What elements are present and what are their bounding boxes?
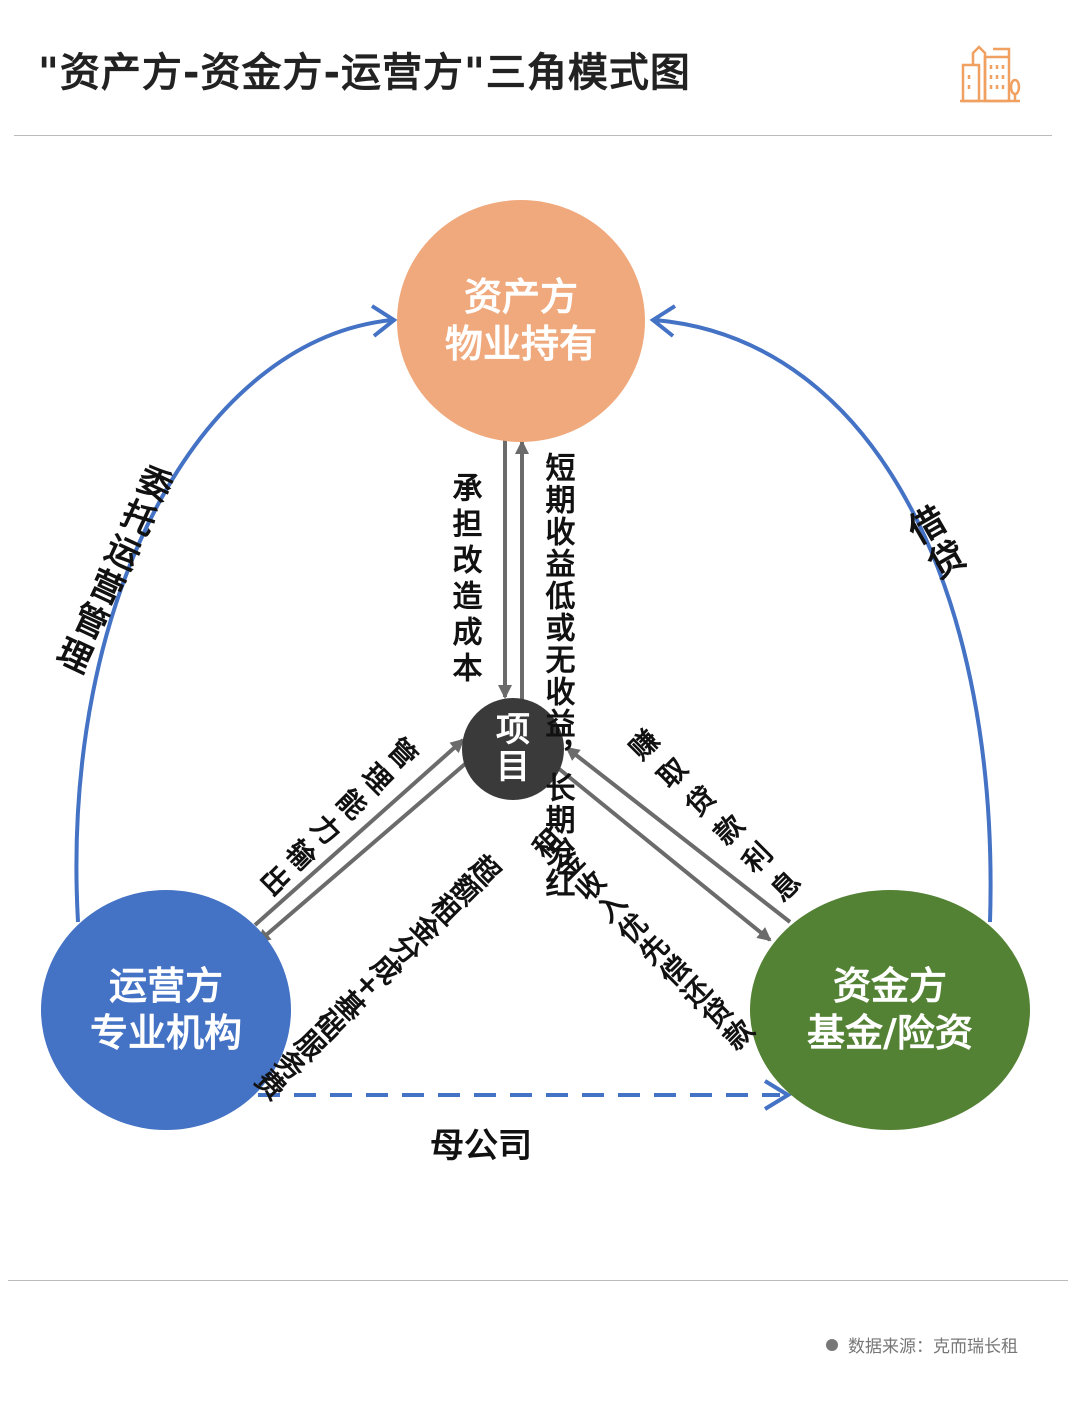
label-parent-company: 母公司: [430, 1126, 532, 1166]
label-returns-line2: 收益，长期分红: [539, 676, 575, 900]
operator-node-title: 运营方: [108, 963, 223, 1008]
project-node-line1: 项: [496, 709, 530, 750]
fund-node-subtitle: 基金/险资: [807, 1011, 973, 1055]
loan-arrowhead: [649, 304, 677, 338]
asset-node-subtitle: 物业持有: [444, 322, 597, 366]
entrust-arrowhead: [370, 304, 398, 338]
arrow-interest: [565, 746, 792, 924]
asset-node-title: 资产方: [463, 274, 578, 319]
project-node: 项 目: [462, 698, 564, 800]
label-returns: 短期收益低或无收益，长期分红: [538, 452, 576, 900]
operator-node-subtitle: 专业机构: [89, 1011, 242, 1055]
page-title: "资产方-资金方-运营方"三角模式图: [38, 50, 691, 96]
source-note: 数据来源：克而瑞长租: [826, 1332, 1018, 1357]
building-icon: [960, 45, 1021, 103]
loan-curve: [654, 318, 993, 923]
source-text: 数据来源：克而瑞长租: [848, 1337, 1018, 1357]
fund-node-title: 资金方: [832, 963, 947, 1008]
footer-divider: [8, 1280, 1068, 1281]
operator-node: 运营方 专业机构: [41, 890, 291, 1130]
arrow-excess: [256, 756, 474, 944]
arrow-mgmt: [253, 738, 465, 927]
bullet-icon: [826, 1338, 838, 1351]
entrust-curve: [74, 318, 393, 923]
asset-node: 资产方 物业持有: [397, 200, 645, 442]
fund-node: 资金方 基金/险资: [750, 890, 1030, 1130]
project-node-line2: 目: [496, 747, 530, 787]
arrow-rent: [556, 766, 772, 942]
label-returns-line1: 短期收益低或无: [539, 452, 575, 676]
header-divider: [14, 135, 1052, 136]
label-renovation: 承担改造成本: [446, 472, 482, 688]
